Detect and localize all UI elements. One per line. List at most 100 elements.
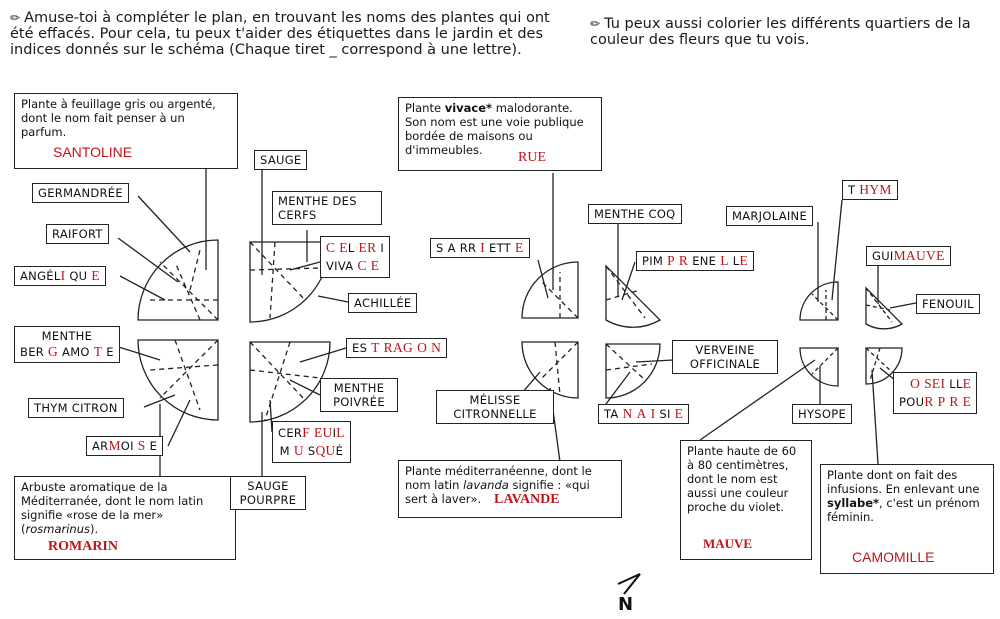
label-armoise-part: E: [149, 439, 158, 453]
label-melisse: MÉLISSE CITRONNELLE: [436, 390, 554, 424]
label-achillee: ACHILLÉE: [348, 293, 418, 313]
label-oseille-part: S: [924, 376, 932, 391]
label-estragon-part: ES: [352, 341, 368, 355]
label-pourpre-part: R: [924, 394, 934, 409]
label-tanaisie-part: E: [674, 406, 684, 421]
label-estragon-part: R: [383, 340, 393, 355]
label-bergamote-part: BER: [20, 345, 45, 359]
label-guimauve: GUIMAUVE: [866, 246, 951, 266]
label-armoise-part: AR: [92, 439, 109, 453]
label-bergamote-part: G: [48, 344, 59, 359]
bed-bottomleft-2: [249, 341, 331, 423]
label-musque-part: U: [293, 443, 304, 458]
label-sarriette-part: I: [480, 240, 486, 255]
label-armoise-part: OI: [120, 439, 134, 453]
hint-camomille: Plante dont on fait des infusions. En en…: [820, 464, 994, 574]
label-tanaisie: TA N A I SI E: [598, 404, 690, 424]
label-fenouil: FENOUIL: [916, 294, 980, 314]
label-pimprenelle-part: ENE: [692, 254, 717, 268]
label-sauge: SAUGE: [254, 150, 308, 170]
label-bergamote-part: T: [93, 344, 103, 359]
answer-lavande: LAVANDE: [494, 492, 560, 507]
label-celeri-part: R: [367, 240, 377, 255]
hint-rue: Plante vivace* malodorante. Son nom est …: [398, 97, 602, 171]
label-hysope: HYSOPE: [792, 404, 853, 424]
label-oseille-part: O: [910, 376, 921, 391]
hint-lavande-italic: lavanda: [463, 478, 509, 492]
label-bergamote-part: MENTHE: [41, 329, 93, 343]
label-sarriette-part: A: [447, 241, 456, 255]
instruction-right: ✏Tu peux aussi colorier les différents q…: [590, 16, 990, 48]
hint-romarin: Arbuste aromatique de la Méditerranée, d…: [14, 476, 236, 560]
label-vivace-part: C: [357, 258, 367, 273]
label-angelique-part: ANGÉL: [20, 269, 61, 283]
label-celeri-part: E: [339, 240, 348, 255]
instruction-left: ✏Amuse-toi à compléter le plan, en trouv…: [10, 10, 560, 58]
label-musque-part: É: [335, 444, 344, 458]
hint-lavande-text-1: Plante méditerranéenne, dont le nom lati…: [405, 464, 592, 492]
hint-rue-text-1: Plante: [405, 101, 445, 115]
label-vivace-part: E: [370, 258, 380, 273]
label-tanaisie-part: N: [622, 406, 633, 421]
label-musque-part: S: [307, 444, 316, 458]
label-guimauve-part: GUI: [872, 249, 894, 263]
label-menthe-cerfs: MENTHE DES CERFS: [272, 191, 382, 225]
label-oseille-part: E: [931, 376, 941, 391]
bed-bottomleft-1: [137, 339, 219, 421]
label-pimprenelle-part: L: [732, 254, 740, 268]
label-pimprenelle: PIM P R ENE L LE: [636, 251, 754, 271]
label-celeri-part: I: [380, 241, 385, 255]
hint-camomille-bold: syllabe*: [827, 496, 880, 510]
bed-topleft-1: [137, 239, 219, 321]
label-celeri-part: E: [358, 240, 368, 255]
label-oseille-part: LL: [949, 377, 963, 391]
label-pourpre-part: POU: [899, 395, 925, 409]
label-cerfeuil-part: L: [336, 425, 345, 440]
label-menthe-poivree: MENTHE POIVRÉE: [320, 378, 398, 412]
label-sarriette-part: E: [515, 240, 524, 255]
label-menthe-bergamote: MENTHE BER G AMO T E: [14, 326, 120, 363]
answer-romarin: ROMARIN: [48, 539, 118, 554]
label-angelique: ANGÉLI QU E: [14, 266, 106, 286]
hint-mauve-text: Plante haute de 60 à 80 centimètres, don…: [687, 444, 797, 514]
hint-rue-bold: vivace*: [444, 101, 493, 115]
label-armoise-part: M: [108, 438, 121, 453]
pen-icon: ✏: [590, 17, 601, 31]
label-pourpre-part: E: [962, 394, 972, 409]
label-sauge-pourpre: SAUGE POURPRE: [230, 476, 306, 510]
label-estragon: ES T RAG O N: [346, 338, 448, 358]
pen-icon: ✏: [10, 11, 21, 25]
label-pimprenelle-part: PIM: [642, 254, 664, 268]
label-tanaisie-part: A: [636, 406, 647, 421]
label-verveine: VERVEINE OFFICINALE: [672, 340, 778, 374]
answer-santoline: SANTOLINE: [53, 144, 133, 160]
label-cerfeuil-part: F: [302, 425, 310, 440]
label-tanaisie-part: SI: [659, 407, 671, 421]
label-oseille-pourpre: O SEI LLE POUR P R E: [893, 372, 978, 414]
label-musque-part: M: [279, 444, 290, 458]
label-celeri-vivace: C EL ER I VIVA C E: [320, 236, 391, 278]
label-angelique-part: I: [60, 268, 66, 283]
label-thym-part: M: [879, 182, 892, 197]
label-menthe-coq: MENTHE COQ: [588, 204, 682, 224]
label-marjolaine: MARJOLAINE: [726, 206, 814, 226]
answer-camomille: CAMOMILLE: [852, 549, 935, 565]
label-sarriette-part: S: [436, 241, 444, 255]
hint-romarin-italic: rosmarinus: [25, 522, 91, 536]
label-germandree: GERMANDRÉE: [32, 183, 129, 203]
label-pimprenelle-part: L: [720, 253, 729, 268]
label-angelique-part: QU: [69, 269, 88, 283]
label-cerfeuil-part: E: [313, 425, 323, 440]
compass-north: N: [618, 594, 634, 615]
label-oseille-part: I: [940, 376, 946, 391]
label-tanaisie-part: TA: [604, 407, 619, 421]
answer-rue: RUE: [518, 150, 546, 165]
label-estragon-part: T: [371, 340, 380, 355]
label-thym: T HYM: [842, 180, 898, 200]
label-sarriette-part: E: [489, 241, 497, 255]
label-pimprenelle-part: R: [678, 253, 689, 268]
label-cerfeuil-part: CER: [278, 426, 303, 440]
label-cerfeuil-part: I: [332, 426, 337, 440]
label-pourpre-part: P: [937, 394, 946, 409]
label-raifort: RAIFORT: [46, 224, 109, 244]
